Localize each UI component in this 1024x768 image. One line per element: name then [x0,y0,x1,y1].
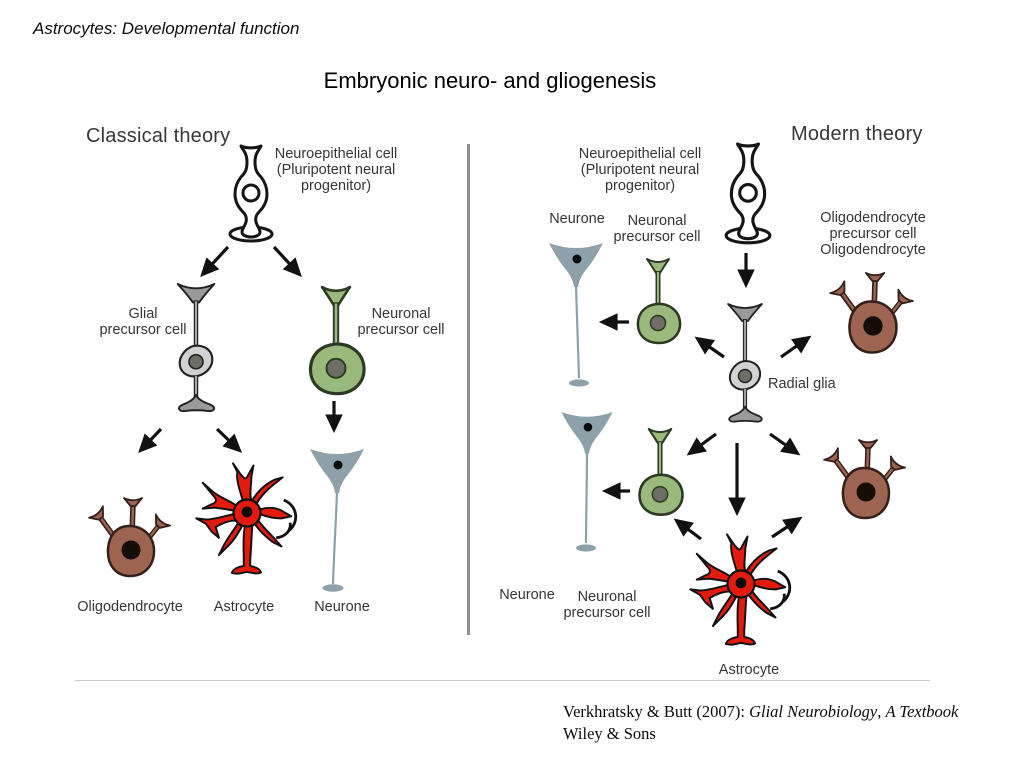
arrow-radial-glia-to-precursor-bottom [686,432,717,456]
modern-oligodendrocyte-cell-top [830,273,913,353]
classical-oligodendrocyte-cell [89,498,170,576]
modern-astrocyte-cell [688,532,792,647]
label-modern-oligodendrocyte: Oligodendrocyte precursor cell Oligodend… [820,210,926,259]
label-modern-neuroepithelial: Neuroepithelial cell (Pluripotent neural… [578,146,702,195]
label-glial-precursor: Glial precursor cell [99,306,187,339]
citation-separator: , [877,702,886,721]
label-radial-glia: Radial glia [768,376,836,392]
arrow-neuroepithelial-to-neuronal [272,245,302,278]
label-classical-astrocyte: Astrocyte [213,599,275,615]
slide-title: Embryonic neuro- and gliogenesis [323,68,657,93]
modern-radial-glia-cell [728,304,762,422]
modern-neurone-cell-bottom [561,412,613,552]
lineage-arrows [138,245,812,541]
modern-theory-heading: Modern theory [791,123,923,145]
footer-rule [75,680,930,681]
classical-glial-precursor-cell [178,284,215,411]
classical-neurone-cell [310,449,364,592]
arrow-glial-to-astrocyte [215,427,243,453]
modern-neuronal-precursor-cell-bottom [640,429,683,515]
citation-authors: Verkhratsky & Butt (2007): [563,702,750,721]
modern-neuroepithelial-cell [724,142,772,245]
panel-divider [467,144,470,635]
classical-theory-heading: Classical theory [86,125,231,147]
modern-oligodendrocyte-cell-bottom [824,440,905,518]
arrow-glial-to-oligodendrocyte [138,427,163,454]
citation-book-title: Glial Neurobiology [749,702,878,721]
label-modern-neurone-bottom: Neurone [499,587,555,603]
label-classical-neuronal-precursor: Neuronal precursor cell [357,306,445,339]
modern-neurone-cell-top [549,243,603,387]
citation-publisher: Wiley & Sons [563,724,656,744]
label-modern-neuronal-precursor-bottom: Neuronal precursor cell [563,589,651,622]
arrow-radial-glia-to-oligo-top [780,335,812,359]
arrow-neuroepithelial-to-glial [200,245,230,278]
arrow-astrocyte-to-oligo [771,516,803,539]
modern-neuronal-precursor-cell-top [638,259,680,343]
arrow-radial-glia-to-oligo-bottom [769,432,801,456]
slide-subtitle: Astrocytes: Developmental function [33,19,300,38]
arrow-radial-glia-to-precursor-top [694,336,725,359]
label-classical-neurone: Neurone [314,599,370,615]
arrow-astrocyte-to-precursor [673,518,702,541]
classical-astrocyte-cell [194,461,298,576]
label-modern-astrocyte: Astrocyte [718,662,780,678]
label-modern-neurone-top: Neurone [549,211,605,227]
label-classical-neuroepithelial: Neuroepithelial cell (Pluripotent neural… [274,146,398,195]
classical-neuronal-precursor-cell [311,287,365,394]
label-modern-neuronal-precursor-top: Neuronal precursor cell [613,213,701,246]
citation-line1: Verkhratsky & Butt (2007): Glial Neurobi… [563,701,993,723]
citation: Verkhratsky & Butt (2007): Glial Neurobi… [563,701,993,746]
label-classical-oligodendrocyte: Oligodendrocyte [77,599,183,615]
citation-book-subtitle: A Textbook [885,702,959,721]
